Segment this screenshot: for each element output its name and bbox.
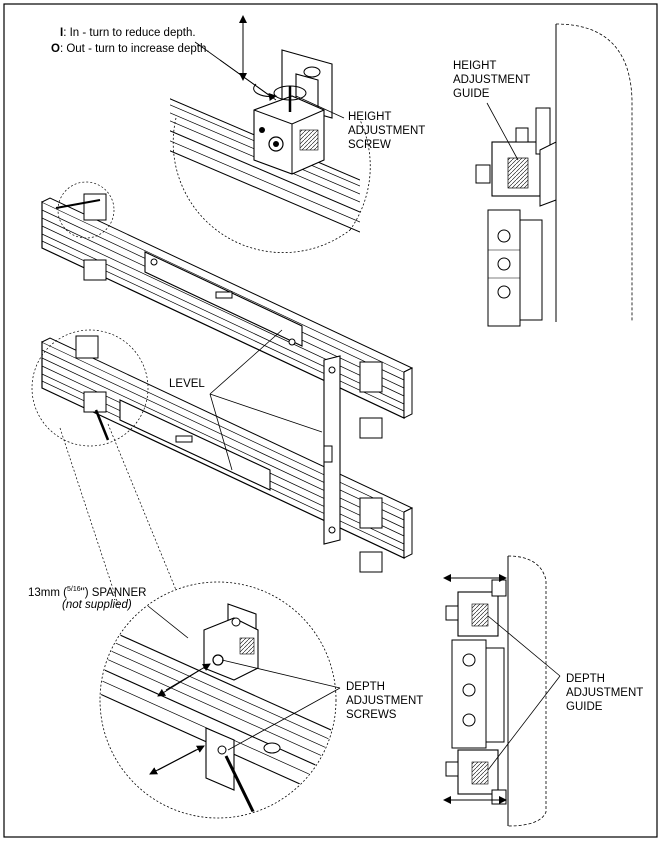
depth-detail-callout (99, 581, 337, 819)
legend-out-text: : Out - turn to increase depth. (59, 43, 210, 55)
legend-in: I: In - turn to reduce depth. (60, 26, 196, 40)
bracket-icon (75, 193, 383, 573)
legend-in-key: I (60, 27, 64, 39)
depth-guide-label: DEPTH ADJUSTMENT GUIDE (566, 673, 644, 713)
height-detail-callout (170, 49, 371, 253)
legend-out-key: O (51, 43, 60, 55)
height-guide-label: HEIGHT ADJUSTMENT GUIDE (453, 60, 531, 100)
depth-screws-label: DEPTH ADJUSTMENT SCREWS (346, 681, 424, 721)
upper-rail-assembly (41, 197, 414, 419)
height-guide-side-view (475, 23, 633, 327)
rotate-arrow-icon (253, 83, 277, 101)
legend-in-text: : In - turn to reduce depth. (63, 27, 196, 39)
spanner-note: (not supplied) (62, 599, 132, 611)
depth-guide-side-view (445, 555, 547, 827)
spanner-icon (94, 409, 110, 441)
page-frame (3, 3, 658, 838)
spanner-label: 13mm (5/16") SPANNER (28, 586, 147, 599)
legend-out: O: Out - turn to increase depth. (51, 42, 210, 56)
level-label: LEVEL (169, 378, 205, 390)
height-screw-label: HEIGHT ADJUSTMENT SCREW (348, 111, 426, 151)
level-icon (119, 251, 341, 545)
